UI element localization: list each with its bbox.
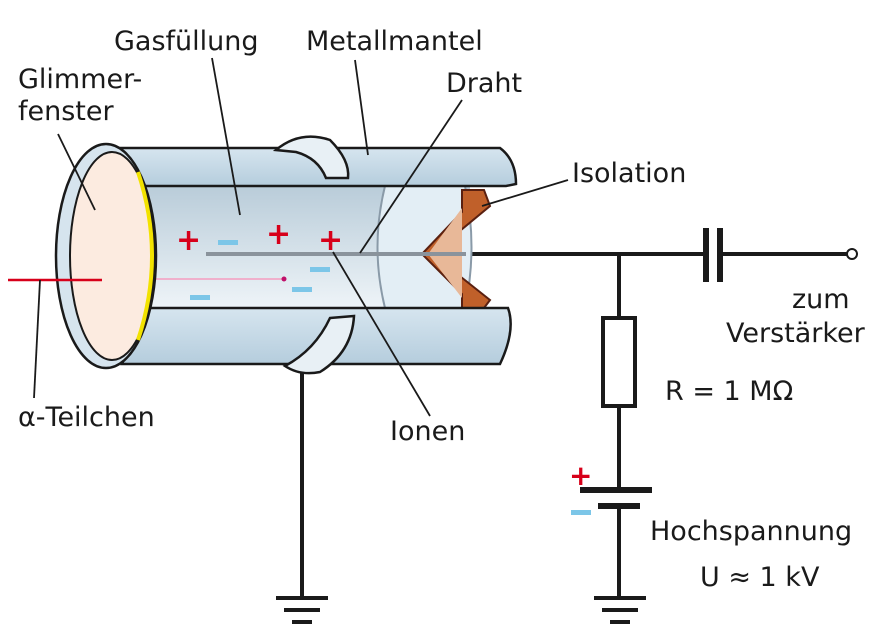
label-amplifier-1: zum — [792, 284, 850, 315]
ion-plus: + — [266, 217, 291, 252]
label-mica-window-1: Glimmer- — [18, 64, 142, 95]
label-insulation: Isolation — [572, 158, 686, 189]
leader-lines — [33, 57, 569, 417]
label-metal-mantle: Metallmantel — [306, 26, 483, 57]
ground-symbol — [276, 596, 328, 624]
label-ions: Ionen — [390, 416, 465, 447]
charges: + + + + — [176, 217, 592, 515]
ion-plus: + — [318, 223, 343, 258]
tube — [8, 135, 518, 375]
electron — [218, 240, 238, 245]
label-alpha-particle: α-Teilchen — [18, 402, 155, 433]
alpha-particle — [281, 276, 287, 282]
label-amplifier-2: Verstärker — [726, 318, 866, 349]
resistor — [601, 316, 637, 408]
label-mica-window-2: fenster — [18, 96, 114, 127]
output-terminal — [846, 248, 858, 260]
label-high-voltage: Hochspannung — [650, 516, 852, 547]
ground-symbol — [594, 596, 646, 624]
collar-top — [272, 135, 350, 180]
electron — [190, 295, 210, 300]
circuit — [276, 228, 858, 624]
electron — [292, 287, 312, 292]
label-wire: Draht — [446, 68, 522, 99]
collar-bottom — [282, 314, 356, 375]
battery-minus-sign — [571, 510, 591, 515]
ion-plus: + — [176, 223, 201, 258]
label-gas-filling: Gasfüllung — [114, 26, 259, 57]
window-rim — [136, 171, 154, 341]
battery-plus-sign: + — [569, 459, 592, 492]
label-voltage: U ≈ 1 kV — [700, 562, 820, 593]
electron — [310, 267, 330, 272]
label-resistor: R = 1 MΩ — [665, 376, 793, 407]
